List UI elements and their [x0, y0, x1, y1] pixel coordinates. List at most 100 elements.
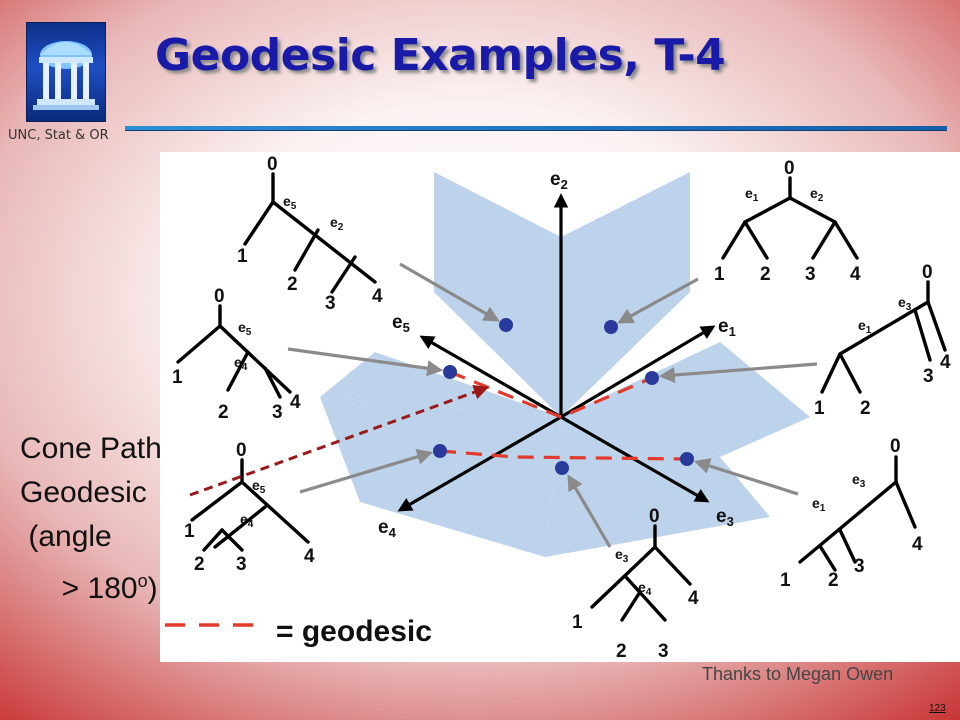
tree-t1: 0 e5 e2 1 2 3 4	[237, 154, 383, 314]
tree-t7-leaf-3: 3	[658, 641, 669, 662]
tree-t4-edge-1: e3	[898, 294, 912, 313]
point-e3-e1	[645, 371, 659, 385]
tree-t5-leaf-1: 1	[184, 521, 195, 542]
tree-t3-leaf-1: 1	[172, 367, 183, 388]
tree-t2-leaf-1: 1	[714, 264, 725, 285]
tree-t3-edge-2: e4	[234, 354, 248, 373]
tree-t6-root: 0	[890, 436, 901, 457]
cone-path-arrow	[189, 385, 489, 497]
geodesic-legend: = geodesic	[165, 615, 432, 648]
tree-t4-edge-2: e1	[858, 317, 872, 336]
tree-t2-edge-2: e2	[810, 185, 824, 204]
tree-t5-root: 0	[236, 440, 247, 461]
tree-t4-leaf-4: 4	[940, 352, 951, 373]
tree-t1-leaf-4: 4	[372, 286, 383, 307]
tree-t5-leaf-3: 3	[236, 554, 247, 575]
tree-t2: 0 e1 e2 1 2 3 4	[714, 158, 861, 285]
tree-t7-root: 0	[649, 506, 660, 527]
tree-t3-leaf-4: 4	[290, 392, 301, 413]
tree-t6-edge-1: e3	[852, 471, 866, 490]
tree-t7: 0 e3 e4 4 1 2 3	[572, 506, 699, 662]
axis-e1	[560, 325, 716, 419]
annotation-line-3: (angle	[20, 520, 112, 553]
annotation-line-2: Geodesic	[20, 476, 147, 509]
tree-t6-edge-2: e1	[812, 495, 826, 514]
tree-t5: 0 e5 e4 1 2 3 4	[184, 440, 315, 575]
pointer-t1	[399, 262, 500, 322]
tree-t1-edge-2: e2	[330, 214, 344, 233]
tree-t3-leaf-3: 3	[272, 402, 283, 423]
point-e5-e4-lower	[433, 444, 447, 458]
title-underline	[125, 126, 947, 131]
tree-points	[433, 318, 694, 475]
tree-t7-leaf-1: 1	[572, 612, 583, 633]
tree-space-diagram: e2 e1 e3 e4 e5	[165, 154, 951, 662]
tree-t4: 0 e3 e1 4 3 1 2	[814, 262, 951, 419]
tree-t2-leaf-3: 3	[805, 264, 816, 285]
tree-t3-root: 0	[214, 286, 225, 307]
tree-t2-edge-1: e1	[745, 185, 759, 204]
point-e2-e1	[604, 320, 618, 334]
annotation-line-1: Cone Path	[20, 432, 162, 465]
tree-t1-leaf-1: 1	[237, 246, 248, 267]
org-label: UNC, Stat & OR	[8, 128, 109, 143]
pointer-t3	[287, 347, 444, 377]
point-e5-e4	[443, 365, 457, 379]
tree-t6-leaf-3: 3	[854, 556, 865, 577]
legend-label: = geodesic	[276, 615, 432, 648]
tree-t3-leaf-2: 2	[218, 402, 229, 423]
geodesic-path-lower	[439, 449, 688, 461]
tree-pointer-arrows	[287, 262, 818, 548]
pointer-t2	[617, 277, 699, 324]
axis-label-e3: e3	[716, 506, 734, 529]
tree-t4-leaf-3: 3	[923, 366, 934, 387]
tree-t4-leaf-2: 2	[860, 398, 871, 419]
slide-title: Geodesic Examples, T-4	[155, 30, 726, 81]
point-e3-e4	[555, 461, 569, 475]
tree-t7-leaf-2: 2	[616, 641, 627, 662]
plane-e4-e3	[545, 417, 770, 557]
axis-e4	[397, 415, 562, 512]
tree-t3: 0 e5 e4 1 2 3 4	[172, 286, 301, 423]
tree-t7-edge-1: e3	[615, 546, 629, 565]
tree-t1-leaf-3: 3	[325, 293, 336, 314]
pointer-t7	[567, 474, 612, 548]
axis-label-e2: e2	[550, 169, 568, 192]
tree-t2-leaf-2: 2	[760, 264, 771, 285]
pointer-t4	[658, 362, 818, 383]
plane-e5-e2	[434, 172, 561, 417]
axis-e5	[419, 335, 562, 419]
tree-t6-leaf-4: 4	[912, 534, 923, 555]
tree-t5-edge-2: e4	[240, 511, 254, 530]
tree-t5-leaf-2: 2	[194, 554, 205, 575]
annotation-line-4: > 180o)	[20, 571, 158, 605]
pointer-t5	[299, 449, 434, 494]
axis-label-e1: e1	[718, 316, 736, 339]
tree-t2-root: 0	[784, 158, 795, 179]
tree-t4-root: 0	[922, 262, 933, 283]
unc-old-well-logo	[26, 22, 106, 122]
tree-t3-edge-1: e5	[238, 319, 252, 338]
page-number: 123	[929, 703, 946, 714]
plane-e2-e1	[561, 172, 690, 417]
credit-text: Thanks to Megan Owen	[702, 664, 894, 684]
tree-t7-edge-2: e4	[638, 579, 652, 598]
tree-t1-leaf-2: 2	[287, 274, 298, 295]
tree-t5-leaf-4: 4	[304, 546, 315, 567]
orthant-planes	[320, 172, 810, 557]
axis-label-e4: e4	[378, 517, 397, 540]
plane-e5-e4-top	[320, 352, 561, 417]
tree-t4-leaf-1: 1	[814, 398, 825, 419]
tree-t1-root: 0	[267, 154, 278, 175]
tree-t6: 0 e3 e1 4 1 2 3	[780, 436, 923, 591]
pointer-t6	[693, 458, 799, 496]
old-well-icon	[33, 41, 99, 110]
geodesic-figure: e2 e1 e3 e4 e5	[160, 152, 960, 662]
point-e5-e2	[499, 318, 513, 332]
point-e3-e1-lower	[680, 452, 694, 466]
degree-superscript: o	[137, 571, 148, 591]
tree-t6-leaf-1: 1	[780, 570, 791, 591]
axis-label-e5: e5	[392, 312, 410, 335]
tree-t6-leaf-2: 2	[828, 570, 839, 591]
axis-labels: e2 e1 e3 e4 e5	[378, 169, 736, 540]
